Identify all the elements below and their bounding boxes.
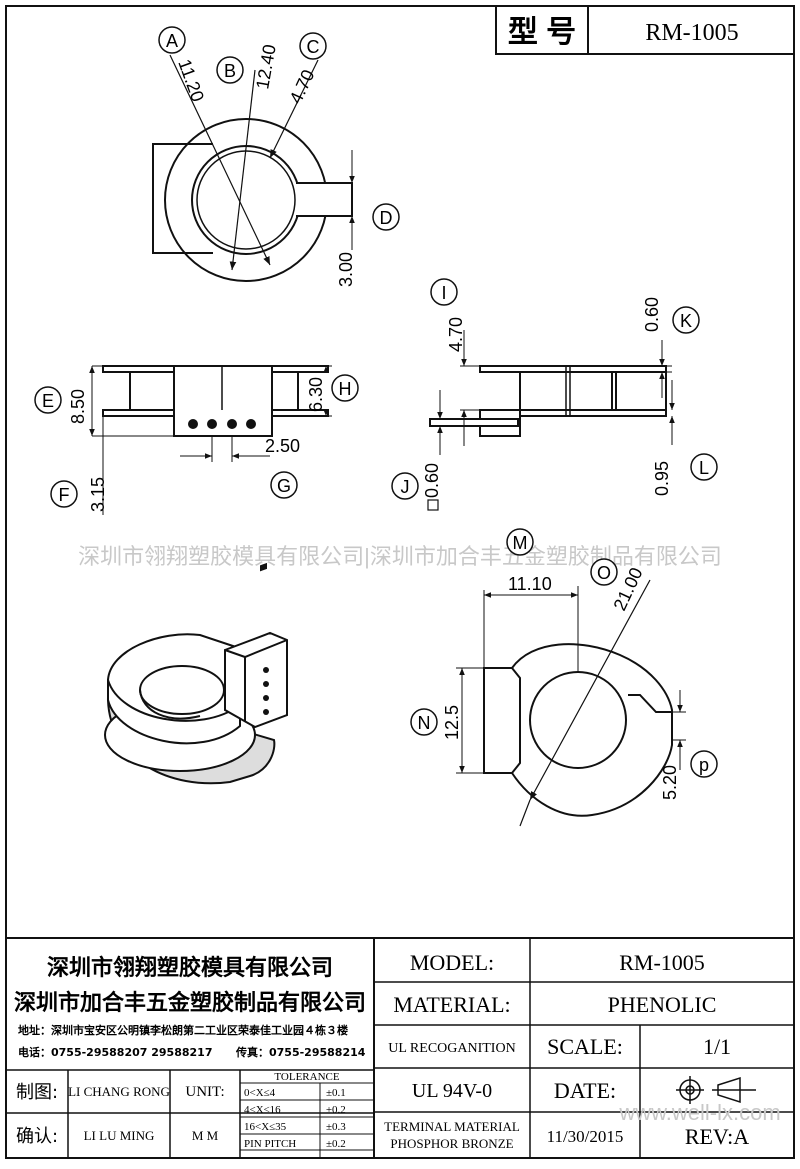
- dim-e: 8.50: [68, 389, 88, 424]
- callout-f: F: [59, 485, 70, 505]
- date-label: DATE:: [554, 1078, 616, 1103]
- bottom-view: [456, 579, 686, 827]
- scale-label: SCALE:: [547, 1034, 623, 1059]
- callout-d-circle: [372, 203, 400, 231]
- drawn-by: LI CHANG RONG: [68, 1084, 170, 1099]
- tolerance-range-4: PIN PITCH: [244, 1138, 296, 1150]
- front-view-labels: E F G H 8.50 3.15 2.50 6.30: [34, 374, 359, 512]
- revision: REV:A: [685, 1124, 749, 1149]
- dim-h: 6.30: [306, 377, 326, 412]
- company-address: 地址：深圳市宝安区公明镇李松朗第二工业区荣泰佳工业园４栋３楼: [18, 1023, 348, 1037]
- callout-f-circle: [50, 480, 78, 508]
- ul-label: UL RECOGANITION: [388, 1041, 515, 1056]
- model-value: RM-1005: [619, 950, 705, 975]
- callout-e: E: [42, 391, 54, 411]
- dim-k: 0.60: [642, 297, 662, 332]
- header-model-value: RM-1005: [645, 20, 738, 46]
- company-phone: 电话：0755-29588207 29588217: [18, 1045, 212, 1059]
- dim-f: 3.15: [88, 477, 108, 512]
- callout-j-circle: [391, 472, 419, 500]
- isometric-view: [104, 562, 288, 785]
- dim-d: 3.00: [336, 252, 356, 287]
- callout-g-circle: [270, 471, 298, 499]
- dim-b: 12.40: [252, 43, 280, 91]
- callout-a: A: [166, 31, 178, 51]
- tolerance-value-1: ±0.1: [326, 1087, 346, 1099]
- tolerance-value-2: ±0.2: [326, 1104, 346, 1116]
- dim-g: 2.50: [265, 436, 300, 456]
- approved-label: 确认:: [16, 1126, 58, 1147]
- callout-h-circle: [331, 374, 359, 402]
- date-value: 11/30/2015: [547, 1127, 624, 1146]
- callout-p-circle: [690, 750, 718, 778]
- material-label: MATERIAL:: [393, 992, 510, 1017]
- tolerance-value-3: ±0.3: [326, 1121, 346, 1133]
- tolerance-range-1: 0<X≤4: [244, 1087, 276, 1099]
- company-name-1: 深圳市翎翔塑胶模具有限公司: [47, 955, 333, 981]
- callout-k-circle: [672, 306, 700, 334]
- callout-b: B: [224, 61, 236, 81]
- terminal-material-label: TERMINAL MATERIAL: [384, 1119, 520, 1134]
- terminal-material-value: PHOSPHOR BRONZE: [390, 1136, 513, 1151]
- callout-i: I: [441, 283, 446, 303]
- callout-c-circle: [299, 32, 327, 60]
- callout-j: J: [401, 477, 410, 497]
- sheet-border: [5, 5, 795, 1159]
- callout-l-circle: [690, 453, 718, 481]
- callout-n: N: [418, 713, 431, 733]
- dim-i: 4.70: [446, 317, 466, 352]
- callout-p: p: [699, 755, 709, 775]
- dim-m: 11.10: [508, 574, 552, 594]
- header-model-box: 型 号 RM-1005: [495, 5, 795, 55]
- tolerance-title: TOLERANCE: [274, 1071, 339, 1083]
- tolerance-value-4: ±0.2: [326, 1138, 346, 1150]
- dim-l: 0.95: [652, 461, 672, 496]
- callout-i-circle: [430, 278, 458, 306]
- callout-d: D: [380, 208, 393, 228]
- callout-g: G: [277, 476, 291, 496]
- side-view: [429, 330, 675, 455]
- projection-symbol: [676, 1076, 756, 1104]
- callout-k: K: [680, 311, 692, 331]
- callout-l: L: [699, 458, 709, 478]
- callout-h: H: [339, 379, 352, 399]
- company-name-2: 深圳市加合丰五金塑胶制品有限公司: [14, 990, 366, 1016]
- callout-c: C: [307, 37, 320, 57]
- side-view-labels: I J K L 4.70 0.60 0.60 0.95: [391, 278, 718, 511]
- title-block: 深圳市翎翔塑胶模具有限公司 深圳市加合丰五金塑胶制品有限公司 地址：深圳市宝安区…: [5, 937, 795, 1159]
- ul-value: UL 94V-0: [412, 1080, 492, 1102]
- callout-o-circle: [590, 558, 618, 586]
- callout-e-circle: [34, 386, 62, 414]
- material-value: PHENOLIC: [608, 992, 717, 1017]
- callout-a-circle: [158, 26, 186, 54]
- top-view: [152, 54, 355, 282]
- dim-j: 0.60: [422, 463, 442, 498]
- model-label: MODEL:: [410, 950, 494, 975]
- flatness-symbol: [427, 499, 439, 511]
- watermark-site: www.well-lx.com: [618, 1100, 780, 1125]
- callout-m-circle: [506, 528, 534, 556]
- callout-n-circle: [410, 708, 438, 736]
- tolerance-range-3: 16<X≤35: [244, 1121, 287, 1133]
- watermark-text: 深圳市翎翔塑胶模具有限公司|深圳市加合丰五金塑胶制品有限公司: [78, 544, 722, 569]
- dim-n: 12.5: [442, 705, 462, 740]
- scale-value: 1/1: [703, 1034, 731, 1059]
- company-fax: 传真：0755-29588214: [235, 1045, 366, 1059]
- approved-by: LI LU MING: [84, 1128, 155, 1143]
- dim-c: 4.70: [285, 66, 318, 106]
- front-view: [89, 365, 332, 515]
- dim-p: 5.20: [660, 765, 680, 800]
- callout-m: M: [513, 533, 528, 553]
- header-model-label: 型 号: [508, 16, 576, 49]
- callout-o: O: [597, 563, 611, 583]
- unit-label: UNIT:: [185, 1084, 224, 1100]
- callout-b-circle: [216, 56, 244, 84]
- unit-value: M M: [192, 1128, 219, 1143]
- drawn-label: 制图:: [16, 1082, 58, 1103]
- dim-a: 11.20: [174, 57, 208, 105]
- tolerance-range-2: 4<X≤16: [244, 1104, 281, 1116]
